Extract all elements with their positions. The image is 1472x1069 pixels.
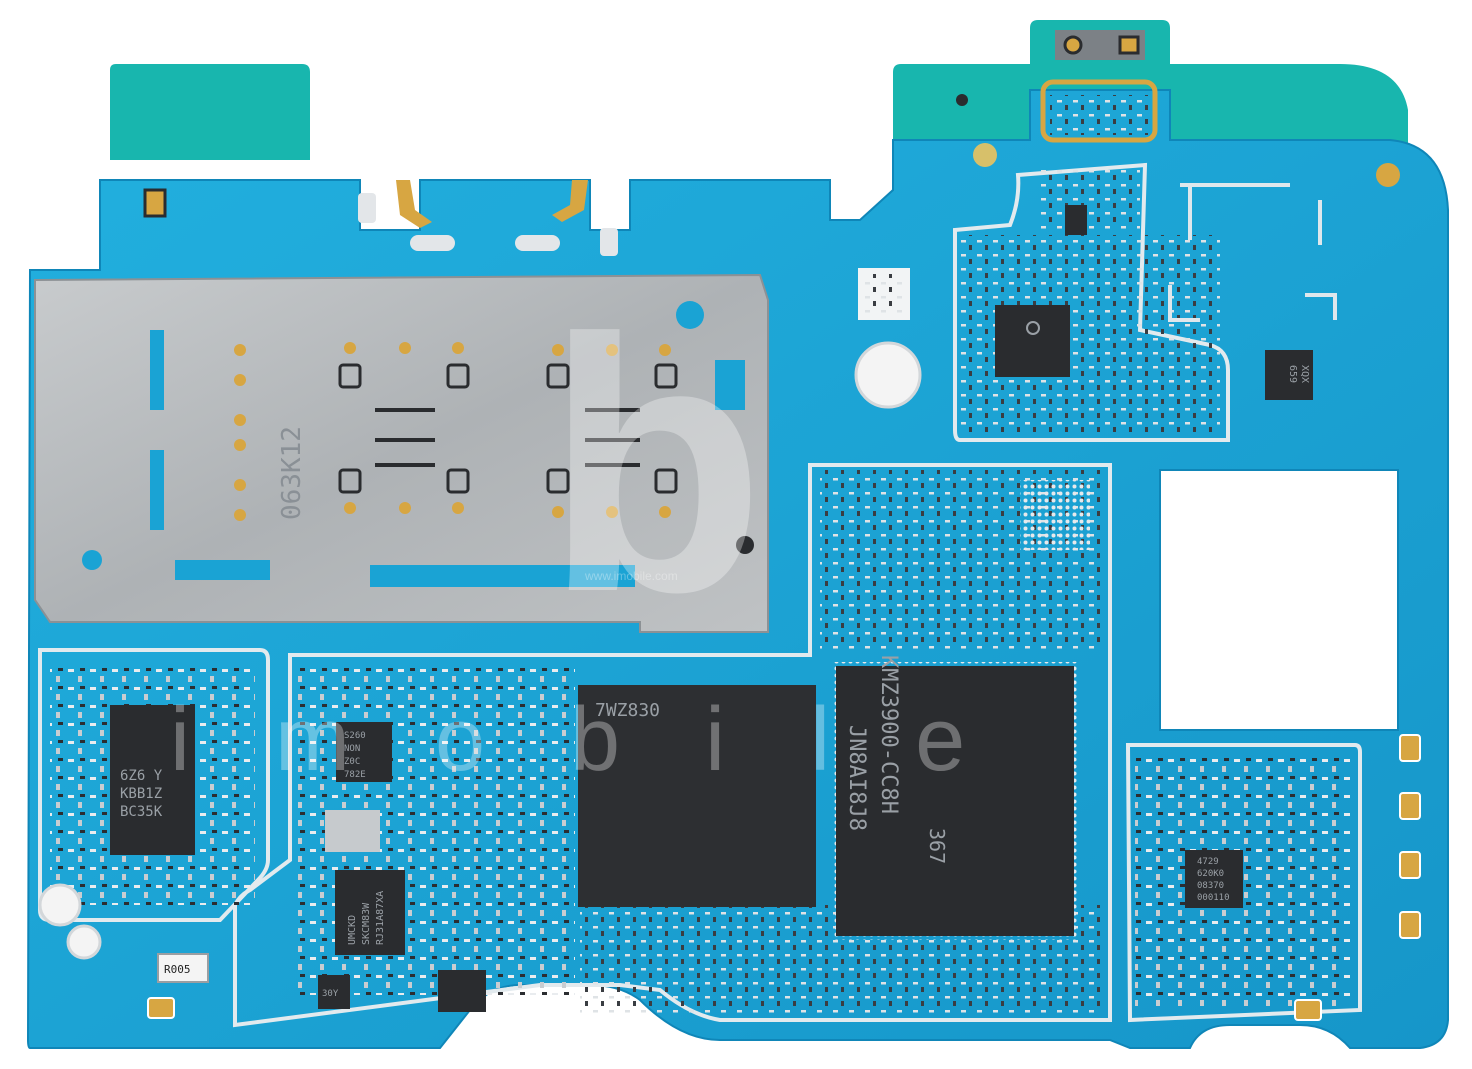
watermark-logo: b xyxy=(545,265,765,667)
top-connector xyxy=(956,30,1400,187)
rf-shield-frames xyxy=(1168,183,1337,322)
small-chip-marking-4: 782E xyxy=(344,770,366,780)
audio-chip-marking-3: 08370 xyxy=(1197,881,1224,891)
small-chip-marking-2: NON xyxy=(344,744,360,754)
audio-chip-marking-4: 000110 xyxy=(1197,893,1230,903)
shunt-resistor: R005 xyxy=(157,953,209,983)
rf-chip-marking-2: 659 xyxy=(1287,365,1298,383)
datamatrix-code xyxy=(858,268,910,320)
sim-card-tray: 063K12 xyxy=(34,273,769,633)
pmic-marking-3: BC35K xyxy=(120,804,163,820)
power-chip: UMCKD SKCM83W RJ31A87XA 30Y xyxy=(318,810,486,1012)
audio-codec-chip: 4729 620K0 08370 000110 xyxy=(1185,850,1243,908)
antenna-springs xyxy=(143,180,618,256)
audio-chip-marking-1: 4729 xyxy=(1197,857,1219,867)
mounting-holes xyxy=(38,341,922,960)
flash-marking-3: 367 xyxy=(925,828,949,864)
watermark-site: www.imobile.com xyxy=(584,569,678,583)
resistor-marking: R005 xyxy=(164,963,191,976)
audio-chip-marking-2: 620K0 xyxy=(1197,869,1224,879)
watermark: b www.imobile.com i m o b i l e xyxy=(170,265,995,790)
watermark-brand: i m o b i l e xyxy=(170,690,995,790)
test-pads xyxy=(147,734,1421,1021)
pmic-marking-2: KBB1Z xyxy=(120,786,162,802)
bga-pads xyxy=(1020,480,1090,550)
small-chip: S260 NON Z0C 782E xyxy=(336,722,392,782)
flash-chip: KMZ3900-CC8H JN8AI8J8 367 xyxy=(832,655,1078,940)
sim-tray-marking: 063K12 xyxy=(277,426,307,520)
small-chip-marking-3: Z0C xyxy=(344,757,360,767)
board-cutout xyxy=(1159,469,1399,731)
small-chip-marking-1: S260 xyxy=(344,731,366,741)
power-chip-marking-1: UMCKD xyxy=(347,915,358,945)
power-chip-marking-3: RJ31A87XA xyxy=(375,891,386,945)
flash-marking-2: JN8AI8J8 xyxy=(844,725,869,831)
ram-marking: 7WZ830 xyxy=(595,700,660,721)
rf-transceiver-chip: XQX 659 xyxy=(995,205,1313,400)
ram-chip: 7WZ830 xyxy=(578,685,816,907)
power-chip-marking-2: SKCM83W xyxy=(361,902,372,945)
pmic-chip: 6Z6 Y KBB1Z BC35K xyxy=(110,705,195,855)
pmic-marking-1: 6Z6 Y xyxy=(120,768,163,784)
tiny-chip-marking: 30Y xyxy=(322,989,339,999)
flash-marking-1: KMZ3900-CC8H xyxy=(876,655,901,814)
rf-chip-marking-1: XQX xyxy=(1299,365,1310,383)
